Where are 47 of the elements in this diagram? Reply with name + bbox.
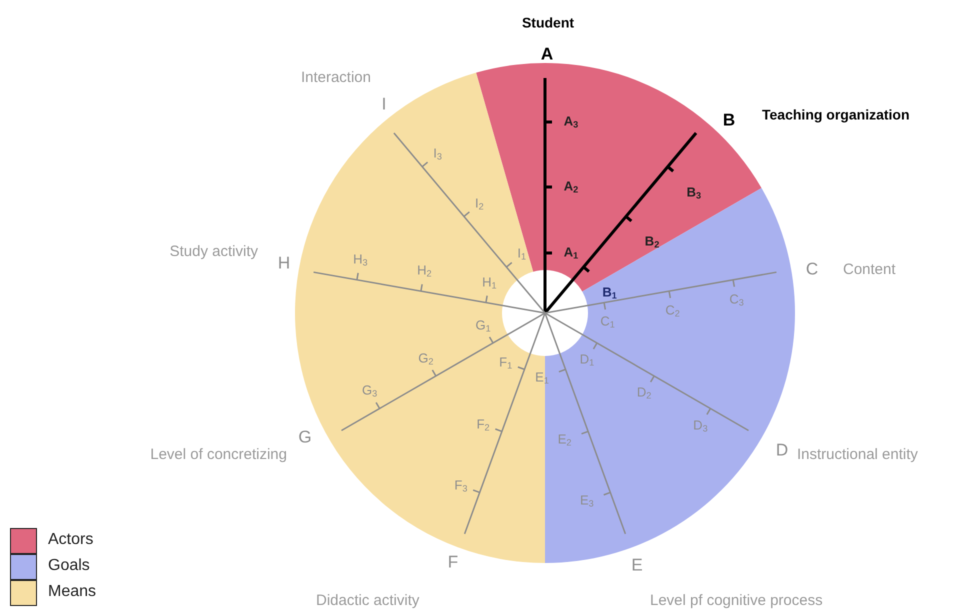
tick-label: G$_{2}$	[418, 351, 434, 366]
tick-label: B$_{1}$	[602, 285, 617, 301]
axis-letter: C	[806, 260, 818, 280]
tick-label: F$_{1}$	[499, 354, 512, 370]
tick-label: I$_{2}$	[474, 196, 484, 212]
tick-label: C$_{3}$	[729, 292, 744, 308]
axis-title: Instructional entity	[797, 446, 918, 464]
tick-label: A$_{3}$	[564, 114, 578, 130]
axis-letter: A	[540, 46, 554, 64]
axis-letter: G	[298, 428, 312, 448]
tick-label: H$_{3}$	[353, 252, 368, 268]
tick-label: D$_{1}$	[580, 352, 594, 368]
axis-letter: H	[278, 254, 290, 274]
tick-label: F$_{3}$	[454, 478, 468, 494]
tick-label: A$_{2}$	[564, 179, 578, 195]
tick-label: H$_{1}$	[482, 275, 497, 290]
axis-title: Interaction	[300, 70, 371, 86]
tick-label: E$_{2}$	[558, 432, 572, 448]
tick-label: I$_{3}$	[433, 146, 442, 162]
axis-title: Level pf cognitive process	[650, 592, 823, 610]
axis-letter: E	[631, 556, 643, 576]
tick-label: H$_{2}$	[417, 264, 432, 280]
axis-title: Student	[522, 15, 574, 31]
axis-title: Didactic activity	[316, 592, 420, 610]
axis-title: Content	[843, 262, 896, 278]
legend-label: Means	[48, 583, 96, 601]
tick-label: D$_{2}$	[636, 386, 652, 401]
tick-label: E$_{3}$	[580, 493, 594, 509]
tick-label: C$_{2}$	[665, 303, 680, 318]
tick-label: B$_{2}$	[644, 234, 660, 250]
tick-label: B$_{3}$	[686, 184, 702, 200]
tick-label: F$_{2}$	[476, 416, 490, 432]
axis-title: Level of concretizing	[150, 446, 287, 464]
tick-label: A$_{1}$	[564, 245, 578, 261]
tick-label: G$_{3}$	[362, 384, 378, 399]
axis-letter: D	[776, 442, 788, 460]
axis-letter: B	[722, 112, 736, 130]
tick-label: G$_{1}$	[475, 318, 491, 334]
tick-label: D$_{3}$	[693, 418, 708, 434]
axis-letter: F	[448, 554, 458, 572]
axis-title: Teaching organization	[762, 107, 910, 123]
axis-title: Study activity	[170, 244, 258, 260]
legend-label: Goals	[48, 557, 90, 575]
axis-letter: I	[382, 96, 386, 114]
tick-label: C$_{1}$	[600, 314, 615, 330]
tick-label: I$_{1}$	[517, 246, 526, 262]
legend-label: Actors	[48, 531, 94, 549]
